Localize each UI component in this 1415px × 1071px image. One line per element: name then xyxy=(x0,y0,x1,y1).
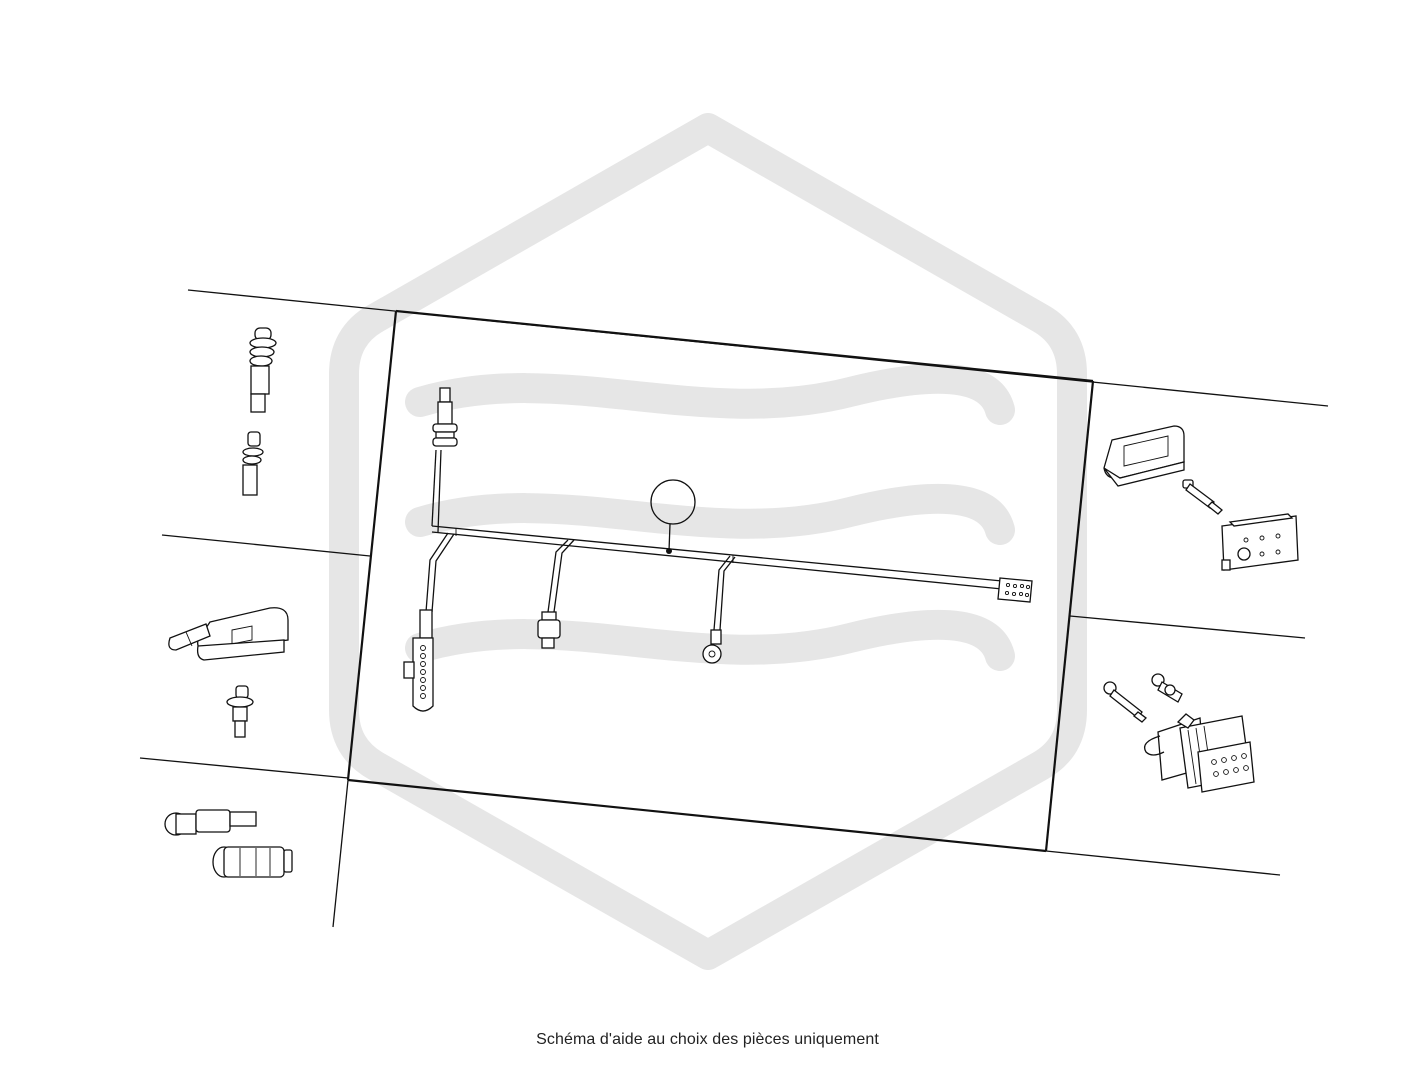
callout-circle-icon xyxy=(650,479,696,554)
terminal-pin-small-icon xyxy=(242,431,264,496)
harness-ring-terminal-icon xyxy=(702,555,736,664)
harness-multi-pin-plug-icon xyxy=(403,532,455,712)
connector-housing-angled-icon xyxy=(168,607,289,661)
terminal-pin-large-icon xyxy=(249,327,277,413)
harness-round-connector-icon xyxy=(537,539,575,649)
harness-8-pin-connector-icon xyxy=(997,577,1033,603)
sealed-connector-8-pin-icon xyxy=(1143,713,1255,793)
harness-trunk xyxy=(431,525,1003,590)
section-lines xyxy=(139,289,1329,928)
bullet-connector-female-icon xyxy=(212,846,293,878)
harness-panel xyxy=(346,309,1095,853)
diagram-caption: Schéma d'aide au choix des pièces unique… xyxy=(536,1031,879,1048)
terminal-pin-flat-icon xyxy=(226,685,254,738)
crimp-terminal-left-icon xyxy=(1103,681,1147,723)
connector-block-8-pin-icon xyxy=(1221,513,1299,571)
bullet-connector-male-icon xyxy=(164,809,257,836)
connector-cover-frame-icon xyxy=(1103,425,1185,487)
hexagon-waves-watermark xyxy=(329,113,1087,970)
contact-pin-icon xyxy=(1182,479,1223,515)
harness-sensor-connector-icon xyxy=(431,387,458,533)
crimp-terminal-right-icon xyxy=(1151,673,1183,703)
